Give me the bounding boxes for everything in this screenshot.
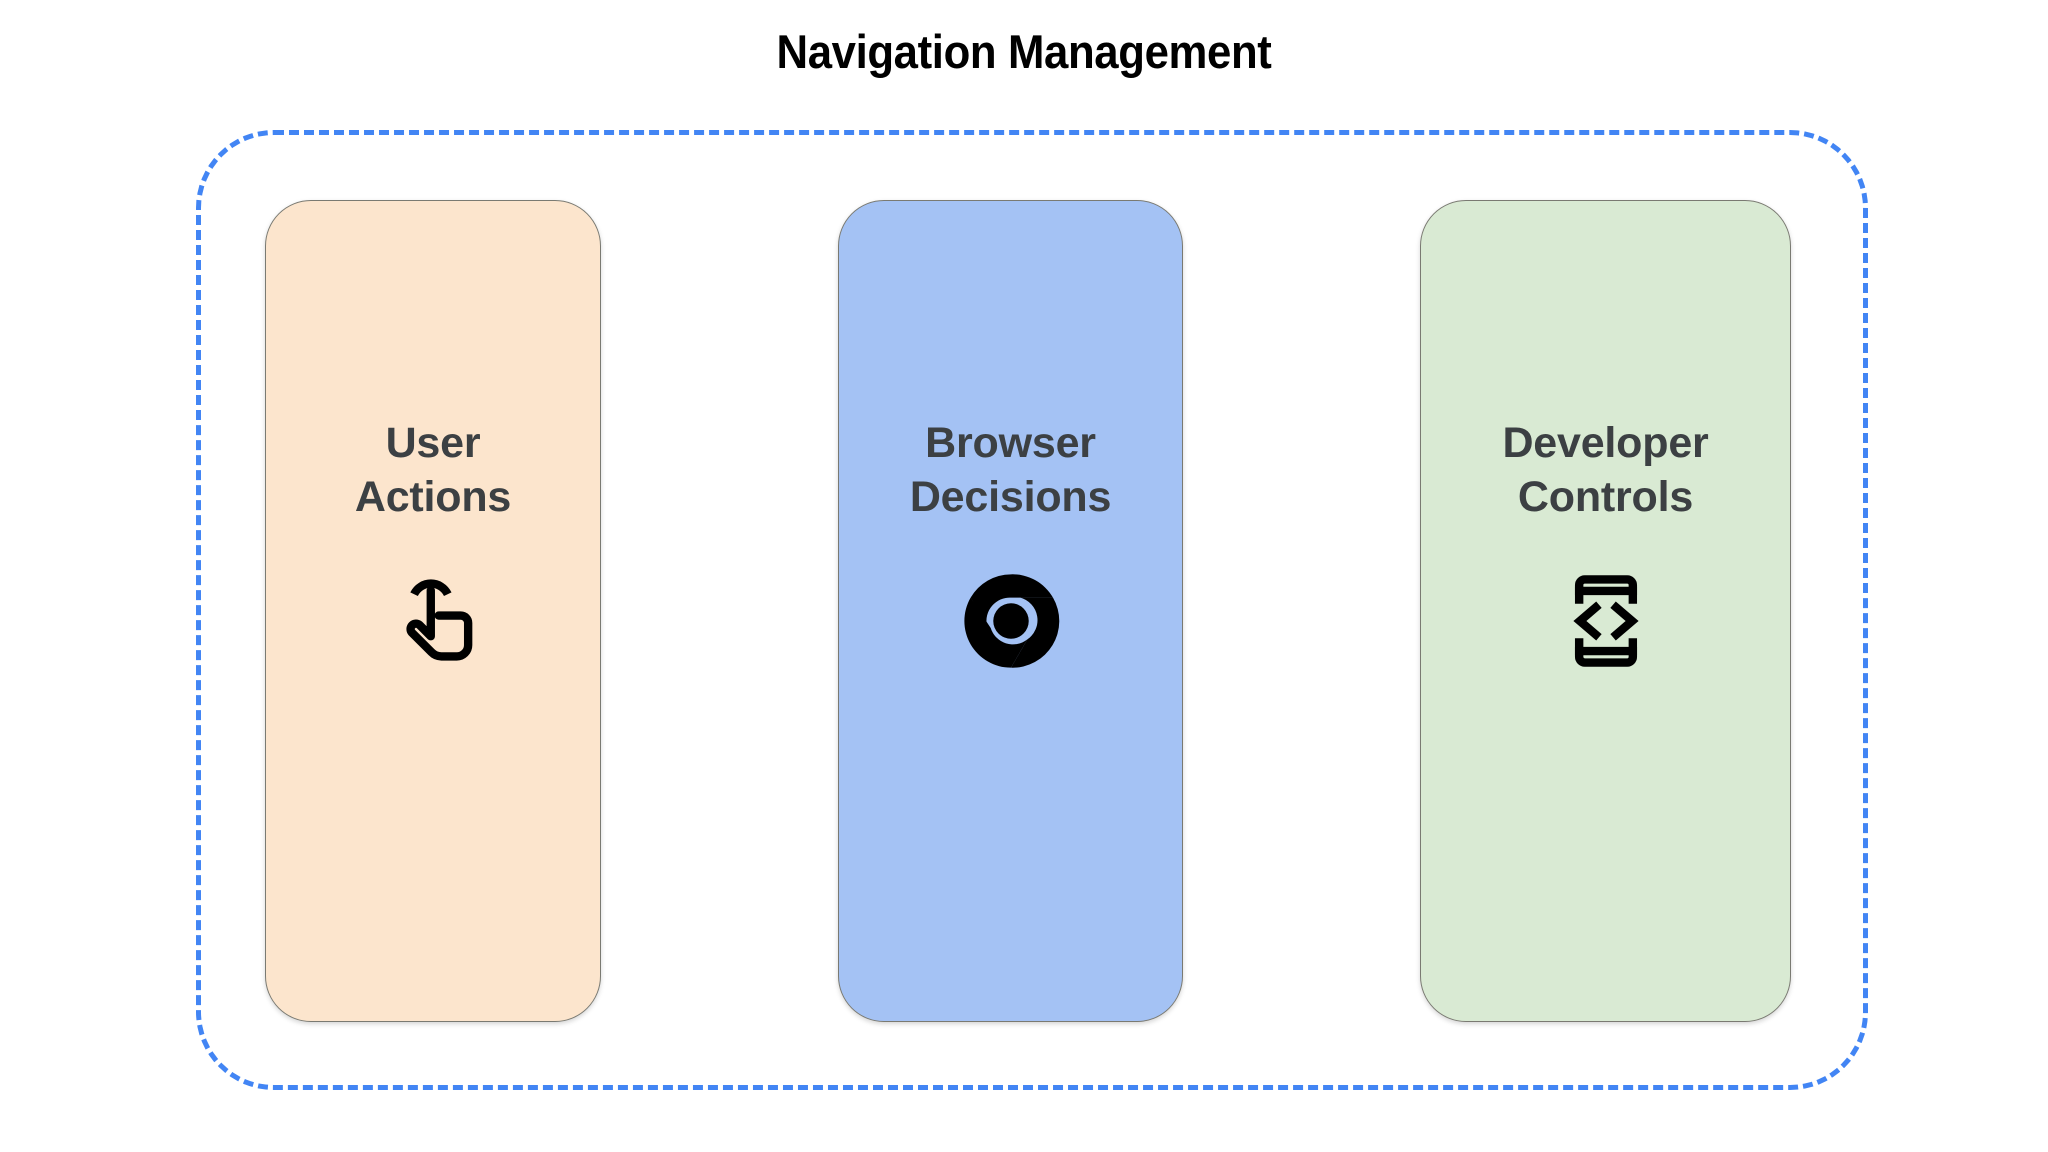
card-user-actions[interactable]: User Actions	[265, 200, 601, 1022]
card-browser-decisions-label-line2: Decisions	[909, 473, 1112, 522]
card-user-actions-label: User Actions	[266, 416, 600, 524]
touch-tap-gesture-icon	[374, 562, 492, 680]
card-developer-controls-label-line2: Controls	[1517, 473, 1694, 522]
card-browser-decisions[interactable]: Browser Decisions	[838, 200, 1183, 1022]
page-title: Navigation Management	[776, 25, 1272, 78]
card-browser-decisions-label: Browser Decisions	[839, 416, 1182, 524]
card-developer-controls[interactable]: Developer Controls	[1420, 200, 1791, 1022]
navigation-management-group	[196, 130, 1868, 1090]
developer-mode-code-brackets-icon	[1547, 562, 1665, 680]
card-user-actions-label-line2: Actions	[354, 473, 512, 522]
chrome-browser-icon	[952, 562, 1070, 680]
card-browser-decisions-label-line1: Browser	[925, 419, 1096, 467]
card-user-actions-label-line1: User	[385, 419, 481, 467]
card-developer-controls-label: Developer Controls	[1421, 416, 1790, 524]
card-developer-controls-label-line1: Developer	[1502, 419, 1709, 467]
